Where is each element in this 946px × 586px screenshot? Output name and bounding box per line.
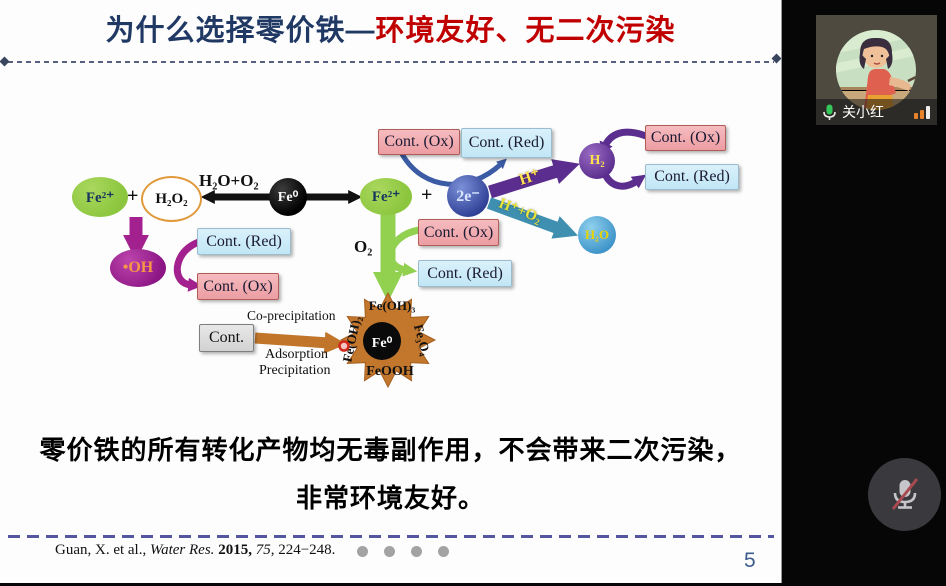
node-h2o2: H₂O₂ — [141, 176, 202, 222]
slide-title: 为什么选择零价铁—环境友好、无二次污染 — [0, 7, 781, 49]
box-cont-ox-oh: Cont. (Ox) — [197, 273, 279, 300]
node-h2: H₂ — [579, 143, 615, 179]
citation-volume: 75 — [255, 542, 271, 558]
participant-name: 关小红 — [842, 104, 884, 120]
arrow-electrons-to-h2 — [488, 159, 580, 199]
slide-dot — [357, 546, 368, 557]
box-cont-red-o2: Cont. (Red) — [418, 260, 512, 287]
title-divider-dashed-line — [8, 61, 774, 63]
mute-toggle-button[interactable] — [868, 458, 941, 531]
slide-dot — [411, 546, 422, 557]
slide-dot — [438, 546, 449, 557]
box-cont-ox-electrons: Cont. (Ox) — [378, 129, 460, 155]
arrow-o2-reduction-curve — [387, 226, 420, 277]
slide-title-red: 环境友好、无二次污染 — [375, 15, 676, 47]
participant-video-tile[interactable]: 关小红 — [816, 15, 937, 125]
box-cont-red-electrons: Cont. (Red) — [461, 128, 552, 158]
node-fe2-right: Fe²⁺ — [360, 178, 412, 215]
node-oh-radical: •OH — [110, 249, 166, 287]
box-cont-ox-o2: Cont. (Ox) — [418, 219, 499, 246]
label-o2: O₂ — [354, 237, 373, 256]
shared-slide: 为什么选择零价铁—环境友好、无二次污染 — [0, 0, 782, 583]
label-precipitation: Precipitation — [259, 363, 331, 378]
signal-strength-icon — [914, 105, 930, 119]
footer-divider-dashed-line — [8, 535, 774, 538]
arrow-electrons-to-h2o — [486, 197, 579, 239]
node-h2o: H₂O — [578, 216, 616, 254]
arrow-h2-to-contred-curve — [601, 172, 647, 190]
slide-dot — [384, 546, 395, 557]
microphone-active-icon — [823, 104, 836, 120]
box-cont-red-h2: Cont. (Red) — [645, 164, 739, 190]
arrow-cont-to-precipitates — [254, 331, 347, 354]
starburst-center-label: Fe⁰ — [372, 336, 393, 351]
label-co-precipitation: Co-precipitation — [247, 308, 336, 323]
slide-title-blue: 为什么选择零价铁— — [105, 15, 376, 47]
participant-name-bar: 关小红 — [816, 99, 937, 125]
microphone-muted-icon — [891, 477, 918, 510]
box-cont: Cont. — [199, 324, 254, 352]
conclusion-line2: 非常环境友好。 — [295, 483, 485, 513]
starburst-top-label: Fe(OH)₃ — [369, 298, 416, 313]
label-adsorption: Adsorption — [265, 347, 328, 362]
reaction-diagram-arrows: Fe⁰ Fe(OH)₃ Fe(OH)₂ Fe₃O₄ FeOOH — [123, 128, 648, 389]
citation-journal: Water Res. — [149, 542, 219, 558]
box-cont-ox-h2: Cont. (Ox) — [645, 125, 726, 151]
arrow-electron-reduction-curve — [399, 152, 507, 187]
slide-dots — [357, 546, 449, 557]
node-fe2-left: Fe²⁺ — [72, 177, 128, 217]
citation: Guan, X. et al., Water Res. 2015, 75, 22… — [55, 542, 335, 559]
arrow-contox-to-h2-curve — [599, 128, 648, 157]
red-dot-marker — [338, 340, 350, 352]
page-number: 5 — [744, 549, 756, 572]
node-electrons: 2e⁻ — [447, 175, 489, 217]
citation-authors: Guan, X. et al., — [55, 542, 150, 558]
starburst-bottom-label: FeOOH — [366, 364, 414, 379]
conclusion-line1: 零价铁的所有转化产物均无毒副作用，不会带来二次污染， — [39, 435, 742, 465]
fe0-core-circle — [363, 322, 401, 360]
plus-sign-right: + — [421, 184, 433, 206]
box-cont-red-oh: Cont. (Red) — [197, 228, 291, 255]
citation-pages: , 224−248. — [270, 542, 336, 558]
citation-year: 2015, — [218, 542, 256, 558]
label-h2o-o2: H₂O+O₂ — [199, 171, 259, 190]
node-fe0: Fe⁰ — [269, 178, 307, 216]
plus-sign-left: + — [127, 185, 139, 207]
